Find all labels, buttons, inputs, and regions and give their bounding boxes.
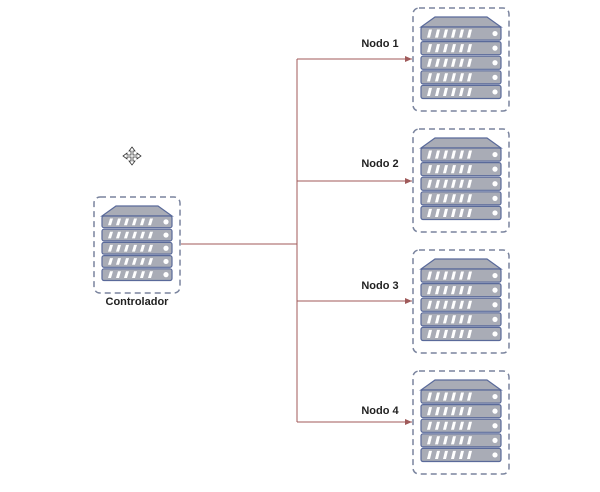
- selection-frame: [412, 7, 510, 112]
- node-1-server[interactable]: [412, 7, 510, 112]
- controller-label: Controlador: [106, 296, 170, 308]
- node-3-label: Nodo 3: [361, 280, 398, 292]
- server-unit: [420, 205, 502, 221]
- node-4-label: Nodo 4: [361, 405, 399, 417]
- node-4-server[interactable]: [412, 370, 510, 475]
- server-unit: [420, 283, 502, 298]
- server-unit: [101, 228, 173, 242]
- move-cursor-icon: [122, 146, 142, 166]
- server-unit: [420, 84, 502, 100]
- selection-frame: [412, 370, 510, 475]
- server-unit: [420, 176, 502, 191]
- connectors: [181, 56, 412, 425]
- server-unit: [420, 433, 502, 448]
- node-1-label: Nodo 1: [361, 38, 398, 50]
- node-2-server[interactable]: [412, 128, 510, 233]
- server-top: [419, 258, 503, 270]
- server-unit: [420, 389, 502, 404]
- selection-frame: [93, 196, 181, 294]
- server-unit: [420, 326, 502, 342]
- server-unit: [101, 268, 173, 282]
- server-unit: [420, 40, 502, 56]
- server-top: [419, 16, 503, 28]
- server-unit: [101, 241, 173, 255]
- server-unit: [420, 447, 502, 463]
- server-top: [419, 137, 503, 149]
- server-unit: [420, 404, 502, 419]
- server-unit: [420, 70, 502, 85]
- server-unit: [420, 297, 502, 312]
- selection-frame: [412, 128, 510, 233]
- server-unit: [420, 162, 502, 177]
- server-unit: [420, 26, 502, 41]
- server-top: [100, 205, 174, 217]
- server-top: [419, 379, 503, 391]
- controller-server[interactable]: [93, 196, 181, 294]
- server-unit: [101, 255, 173, 268]
- server-unit: [101, 215, 173, 229]
- node-2-label: Nodo 2: [361, 158, 398, 170]
- server-unit: [420, 147, 502, 162]
- selection-frame: [412, 249, 510, 354]
- server-unit: [420, 55, 502, 70]
- server-unit: [420, 268, 502, 283]
- server-unit: [420, 312, 502, 327]
- server-unit: [420, 191, 502, 206]
- server-unit: [420, 418, 502, 433]
- node-3-server[interactable]: [412, 249, 510, 354]
